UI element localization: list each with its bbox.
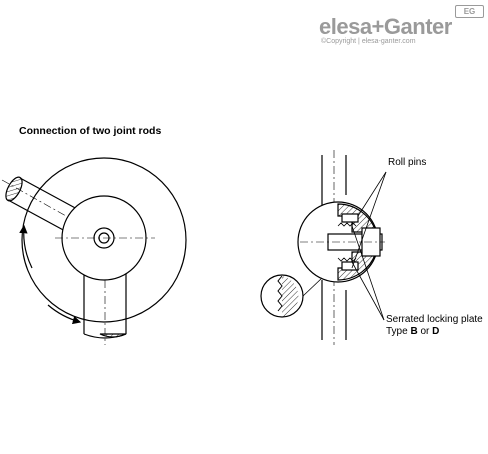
- leader-roll-pins-2: [351, 171, 387, 269]
- roll-pin-upper: [341, 213, 359, 223]
- rotation-arrow-lower: [47, 304, 82, 325]
- left-view: [1, 157, 187, 345]
- leader-serrated-1: [351, 261, 385, 321]
- roll-pins-label: Roll pins: [388, 157, 427, 168]
- rotation-circle: [21, 157, 187, 323]
- joint-bore-outer: [93, 227, 115, 249]
- serrated-plate-line2: Type B or D: [386, 326, 483, 338]
- type-prefix: Type: [386, 326, 411, 337]
- serration-upper: [337, 222, 357, 227]
- joint-bore-inner: [98, 232, 110, 244]
- type-or: or: [417, 326, 433, 337]
- drawing-heading: Connection of two joint rods: [19, 125, 162, 137]
- brand-badge: EG: [455, 5, 484, 18]
- type-b: B: [410, 326, 418, 337]
- rotation-arrow-upper: [19, 224, 33, 269]
- detail-serration: [277, 275, 283, 312]
- serrated-plate-label: Serrated locking plate Type B or D: [386, 314, 483, 338]
- brand-logo: elesa+Ganter EG ©Copyright | elesa-gante…: [319, 5, 484, 48]
- serration-lower: [337, 257, 357, 262]
- right-view: [260, 150, 387, 345]
- leader-serrated-2: [351, 225, 385, 321]
- brand-name: elesa+Ganter: [319, 14, 452, 39]
- copyright-text: ©Copyright | elesa-ganter.com: [321, 38, 416, 45]
- serrated-plate-line1: Serrated locking plate: [386, 314, 483, 325]
- leader-roll-pins-1: [357, 171, 387, 217]
- type-d: D: [432, 326, 440, 337]
- roll-pin-lower: [341, 261, 359, 271]
